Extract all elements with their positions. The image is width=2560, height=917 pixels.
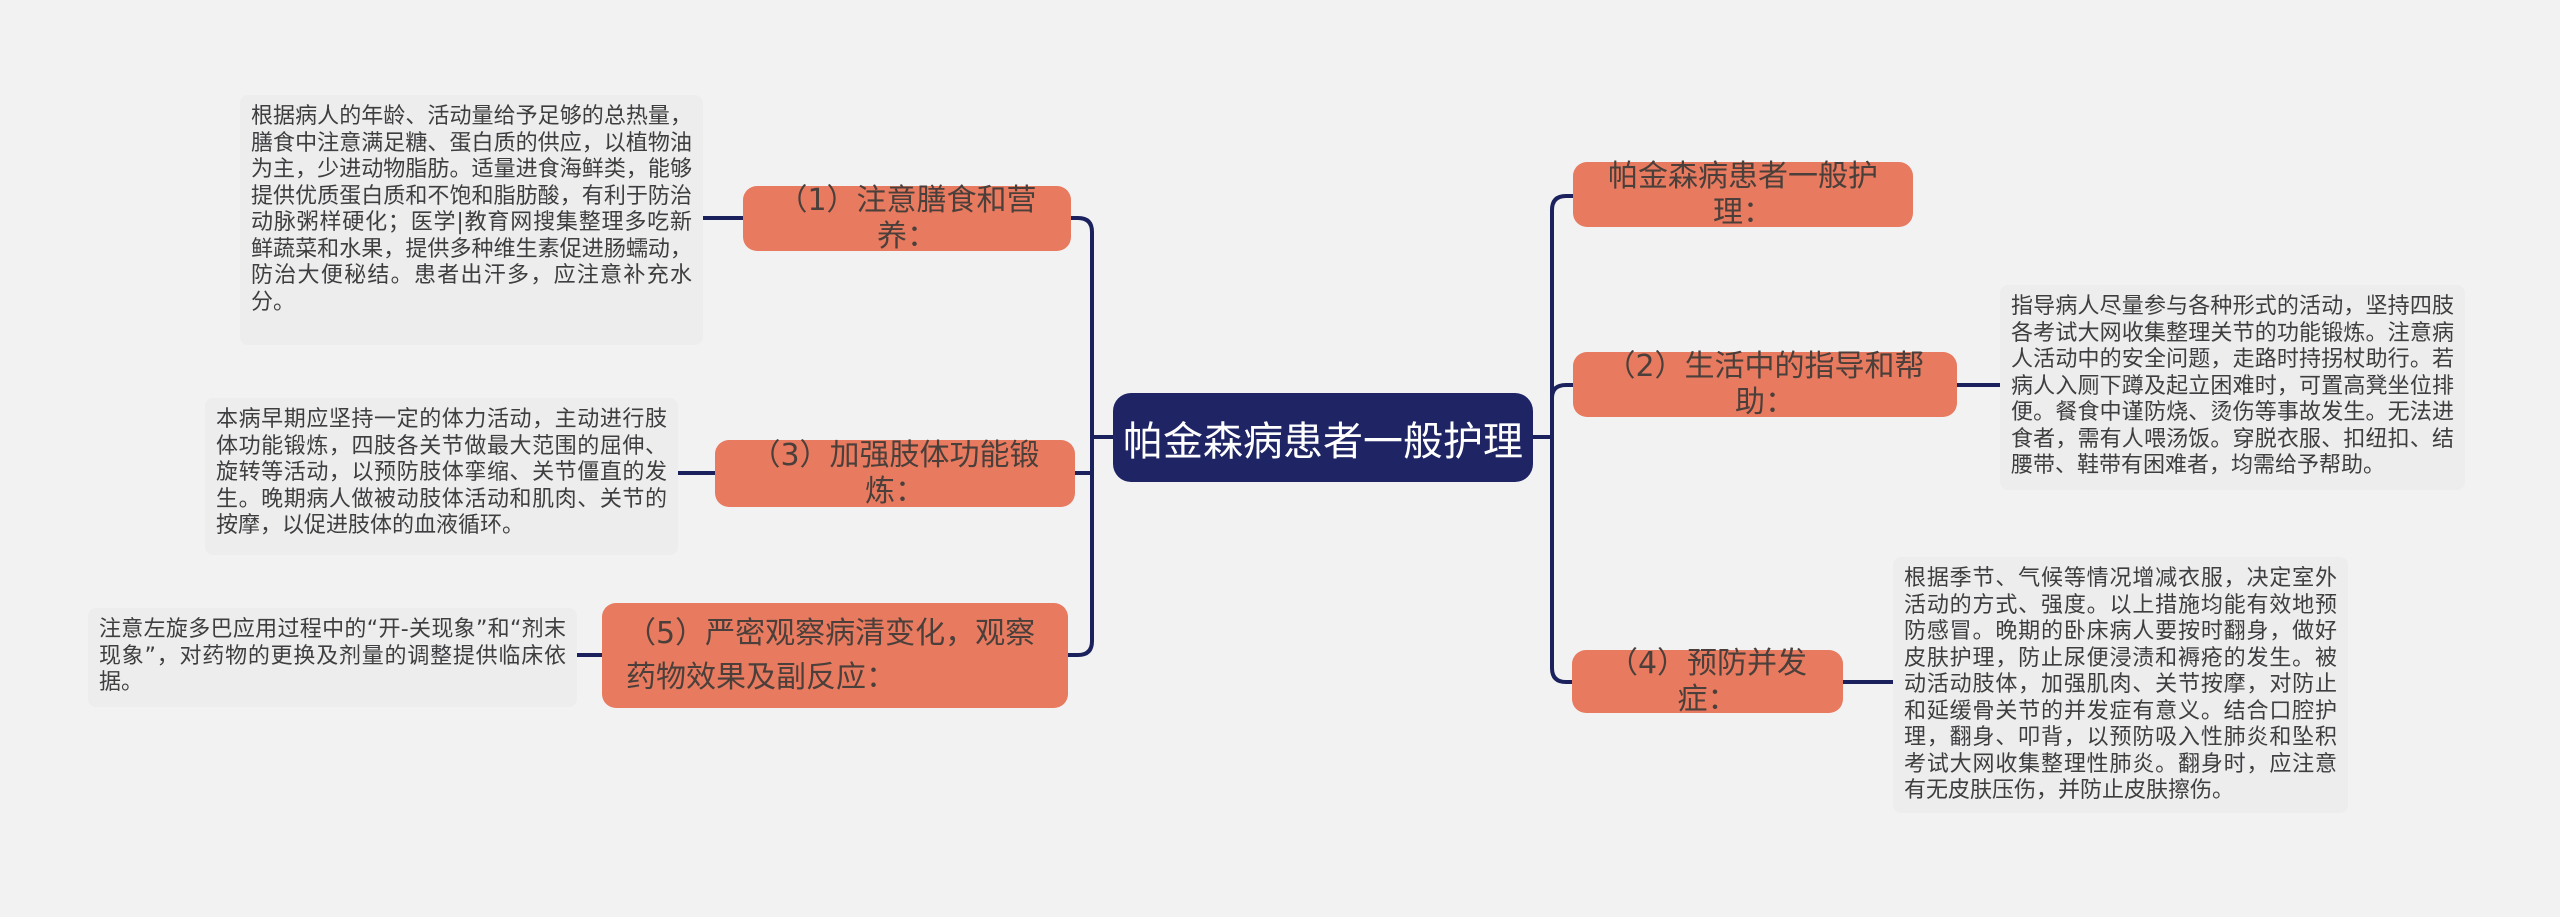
note-medication-observation: 注意左旋多巴应用过程中的“开-关现象”和“剂末现象”，对药物的更换及剂量的调整提… (88, 608, 577, 707)
note-limb-exercise: 本病早期应坚持一定的体力活动，主动进行肢体功能锻炼，四肢各关节做最大范围的屈伸、… (205, 398, 678, 555)
topic-node-general-care[interactable]: 帕金森病患者一般护理： (1573, 159, 1913, 230)
note-daily-guidance: 指导病人尽量参与各种形式的活动，坚持四肢各考试大网收集整理关节的功能锻炼。注意病… (2000, 285, 2465, 490)
note-diet-nutrition: 根据病人的年龄、活动量给予足够的总热量，膳食中注意满足糖、蛋白质的供应，以植物油… (240, 95, 703, 345)
topic-node-complication-prevention[interactable]: （4）预防并发症： (1572, 646, 1843, 717)
topic-node-diet-nutrition[interactable]: （1）注意膳食和营养： (743, 183, 1071, 254)
topic-node-daily-guidance[interactable]: （2）生活中的指导和帮助： (1573, 349, 1957, 420)
root-topic-node[interactable]: 帕金森病患者一般护理 (1113, 393, 1533, 482)
note-complication-prevention: 根据季节、气候等情况增减衣服，决定室外活动的方式、强度。以上措施均能有效地预防感… (1893, 557, 2348, 813)
connector-left-trunk (1064, 216, 1094, 657)
connector-trunk-node2 (1550, 383, 1577, 400)
topic-node-limb-exercise[interactable]: （3）加强肢体功能锻炼： (715, 438, 1075, 509)
topic-node-medication-observation[interactable]: （5）严密观察病清变化，观察药物效果及副反应： (602, 603, 1068, 708)
connector-right-trunk (1550, 194, 1577, 684)
